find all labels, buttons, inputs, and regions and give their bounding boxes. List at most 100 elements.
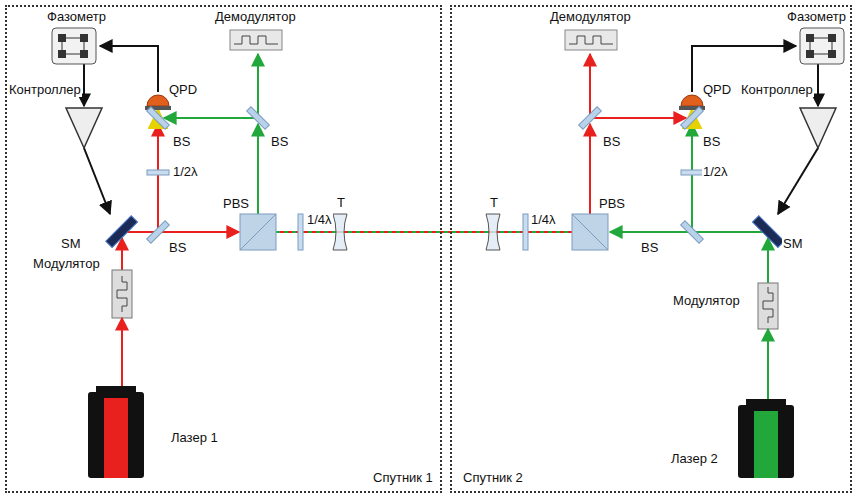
part-label: 1/2λ bbox=[172, 164, 199, 179]
phasemeter-icon bbox=[62, 38, 84, 54]
modulator-icon bbox=[117, 276, 127, 312]
laser-beam bbox=[767, 329, 769, 399]
signal-wire bbox=[84, 148, 110, 214]
qpd-detector bbox=[145, 95, 705, 110]
demodulator-icon bbox=[230, 30, 282, 50]
phasemeter-icon bbox=[58, 34, 66, 42]
signal-wire bbox=[817, 64, 819, 106]
part-label: T bbox=[489, 195, 499, 210]
laser-beam bbox=[122, 54, 258, 270]
beam-splitter bbox=[147, 221, 170, 244]
part-label: QPD bbox=[168, 82, 198, 97]
phasemeter-icon bbox=[58, 50, 66, 58]
demodulator-label: Демодулятор bbox=[214, 9, 297, 24]
part-label: PBS bbox=[222, 196, 250, 211]
phasemeter-icon bbox=[828, 34, 836, 42]
modulator-icon bbox=[758, 283, 778, 329]
laser-beam bbox=[691, 124, 693, 232]
phasemeter-label: Фазометр bbox=[46, 9, 107, 24]
beam-splitter bbox=[579, 107, 602, 130]
demodulator-icon bbox=[234, 36, 278, 44]
phasemeter-icon bbox=[80, 50, 88, 58]
beam-splitter bbox=[681, 107, 704, 130]
part-label: BS bbox=[172, 134, 191, 149]
signal-wire bbox=[83, 64, 85, 106]
polarizing-beam-splitter bbox=[572, 214, 608, 250]
laser-body bbox=[754, 411, 778, 478]
beam-splitter bbox=[681, 221, 704, 244]
steering-mirror bbox=[106, 216, 138, 248]
half-wave-plate bbox=[147, 170, 703, 175]
phasemeter-icon bbox=[80, 34, 88, 42]
laser-beam bbox=[767, 238, 769, 283]
demodulator: Демодулятор bbox=[565, 30, 617, 50]
modulator: Модулятор bbox=[758, 283, 778, 329]
steering-mirror bbox=[106, 216, 785, 248]
part-label: BS bbox=[168, 240, 187, 255]
half-wave-plate bbox=[681, 170, 703, 175]
modulator-icon bbox=[763, 287, 773, 323]
laser: Лазер 1 bbox=[88, 386, 144, 478]
phasemeter-icon bbox=[806, 34, 814, 42]
satellite-region-label: Спутник 2 bbox=[462, 470, 524, 485]
laser-beam bbox=[590, 117, 686, 119]
laser-beam bbox=[589, 124, 591, 214]
qpd-detector bbox=[147, 95, 169, 106]
half-wave-plate bbox=[147, 170, 169, 175]
laser-body bbox=[738, 405, 794, 478]
laser-body bbox=[104, 398, 128, 478]
part-label: 1/4λ bbox=[306, 212, 333, 227]
phasemeter-label: Фазометр bbox=[786, 9, 847, 24]
phasemeter-icon bbox=[806, 50, 814, 58]
quarter-wave-plate bbox=[523, 214, 528, 250]
laser-beam bbox=[589, 54, 591, 118]
steering-mirror bbox=[752, 216, 784, 248]
laser-beam bbox=[157, 124, 159, 232]
phasemeter-icon bbox=[52, 28, 96, 64]
laser: Лазер 2 bbox=[738, 399, 794, 478]
beam-splitter bbox=[147, 107, 170, 130]
part-label: BS bbox=[270, 134, 289, 149]
laser-beam bbox=[126, 231, 239, 233]
phasemeter-icon bbox=[52, 28, 844, 64]
demodulator: Демодулятор bbox=[230, 30, 282, 50]
modulator-icon bbox=[112, 270, 778, 329]
polarizing-beam-splitter bbox=[572, 214, 608, 250]
laser-body bbox=[88, 392, 144, 478]
polarizing-beam-splitter bbox=[240, 214, 276, 250]
demodulator-icon bbox=[565, 30, 617, 50]
phasemeter-icon bbox=[800, 28, 844, 64]
part-label: BS bbox=[702, 134, 721, 149]
part-label: SM bbox=[60, 236, 82, 251]
part-label: T bbox=[336, 195, 346, 210]
part-label: 1/2λ bbox=[702, 164, 729, 179]
part-label: Контроллер bbox=[740, 82, 814, 97]
signal-wire bbox=[100, 46, 158, 92]
part-label: Контроллер bbox=[8, 82, 82, 97]
laser-beam bbox=[257, 54, 259, 118]
modulator: Модулятор bbox=[112, 270, 132, 318]
polarizing-beam-splitter bbox=[240, 214, 276, 250]
telescope-lens bbox=[486, 214, 500, 250]
demodulator-icon bbox=[569, 36, 613, 44]
laser-label: Лазер 1 bbox=[170, 430, 219, 445]
phasemeter-icon bbox=[828, 50, 836, 58]
modulator-label: Модулятор bbox=[32, 256, 101, 271]
telescope-lens bbox=[333, 214, 347, 250]
demodulator-label: Демодулятор bbox=[549, 9, 632, 24]
quarter-wave-plate bbox=[298, 214, 303, 250]
satellite-region-label: Спутник 1 bbox=[372, 470, 434, 485]
phasemeter-icon bbox=[810, 38, 832, 54]
part-label: BS bbox=[640, 240, 659, 255]
laser-beam bbox=[121, 238, 123, 270]
part-label: QPD bbox=[702, 82, 732, 97]
laser-beam bbox=[121, 318, 123, 386]
beam-splitter bbox=[247, 107, 270, 130]
controller-amplifier bbox=[800, 108, 836, 148]
phasemeter: Фазометр bbox=[800, 28, 844, 64]
demodulator-icon bbox=[230, 30, 617, 50]
